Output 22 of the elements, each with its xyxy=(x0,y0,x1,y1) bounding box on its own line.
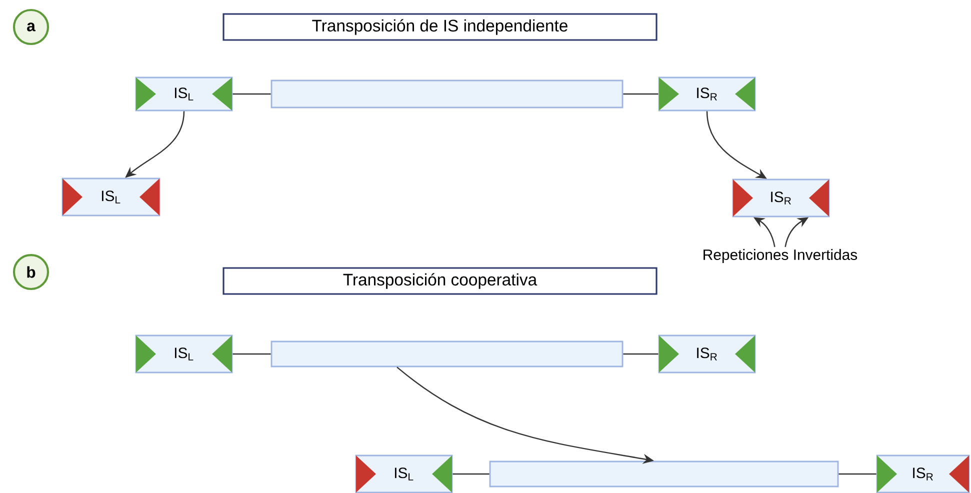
annotation-text: Repeticiones Invertidas xyxy=(704,249,858,263)
connector-line xyxy=(452,473,490,475)
connector-line xyxy=(838,473,876,475)
insertion-sequence-box: IS$_{R}$ xyxy=(658,334,756,374)
insertion-sequence-box: IS$_{R}$ xyxy=(658,76,756,112)
insertion-sequence-box: IS$_{R}$ xyxy=(732,178,830,218)
title-box: Transposición cooperativa xyxy=(222,267,658,295)
connector-line xyxy=(232,353,271,355)
insertion-sequence-box: IS$_{L}$ xyxy=(135,76,233,112)
insertion-sequence-box: IS$_{L}$ xyxy=(62,178,160,216)
dna-segment-bar xyxy=(270,340,624,368)
insertion-sequence-box: IS$_{L}$ xyxy=(135,334,233,374)
panel-letter: b xyxy=(12,254,50,290)
insertion-sequence-box: IS$_{R}$ xyxy=(876,454,970,493)
insertion-sequence-box: IS$_{L}$ xyxy=(355,454,453,493)
title-box: Transposición de IS independiente xyxy=(222,13,658,41)
connector-line xyxy=(232,93,271,95)
dna-segment-bar xyxy=(489,460,839,488)
dna-segment-bar xyxy=(270,80,624,108)
panel-letter: a xyxy=(12,8,50,46)
connector-line xyxy=(623,93,658,95)
connector-line xyxy=(623,353,658,355)
